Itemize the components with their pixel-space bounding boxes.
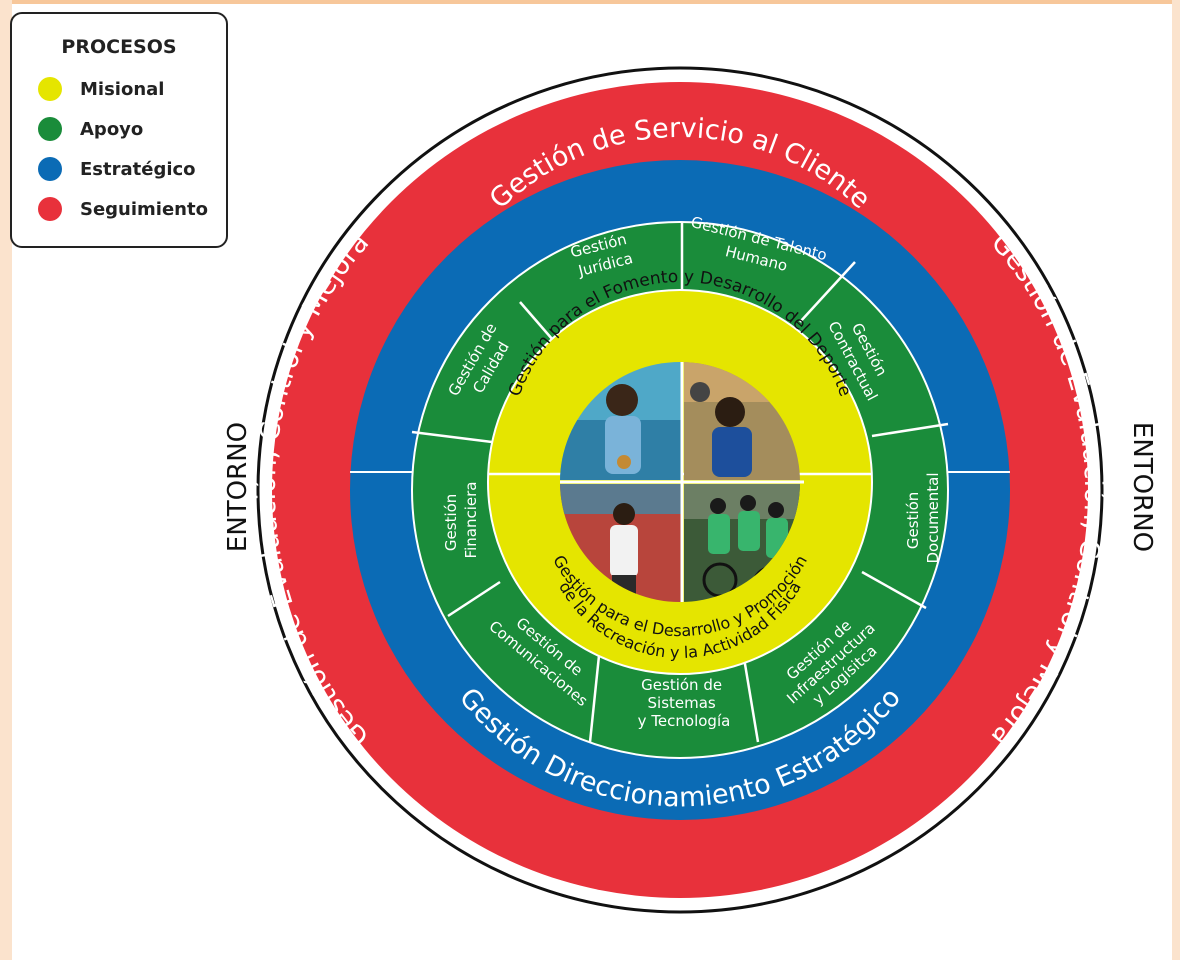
page-frame-top [0, 0, 1180, 4]
entorno-label-left: ENTORNO [223, 422, 253, 552]
legend-label-estrategico: Estratégico [80, 158, 196, 180]
page-frame-left [0, 0, 12, 960]
legend-item-apoyo: Apoyo [38, 114, 143, 144]
legend-item-misional: Misional [38, 74, 164, 104]
legend-title: PROCESOS [61, 36, 177, 58]
legend-label-seguimiento: Seguimiento [80, 198, 208, 220]
apoyo-label-sistemas: Gestión de Sistemas y Tecnología [638, 676, 731, 730]
legend-box: PROCESOS Misional Apoyo Estratégico Segu… [10, 12, 228, 248]
apoyo-label-financiera: Gestión Financiera [442, 482, 480, 559]
entorno-label-right: ENTORNO [1127, 422, 1157, 552]
legend-label-misional: Misional [80, 78, 165, 100]
apoyo-dividers [411, 222, 949, 743]
misional-dot-icon [38, 77, 62, 101]
apoyo-dot-icon [38, 117, 62, 141]
seguimiento-dot-icon [38, 197, 62, 221]
page-frame-right [1172, 0, 1180, 960]
legend-item-seguimiento: Seguimiento [38, 194, 208, 224]
apoyo-label-documental: Gestión Documental [904, 472, 942, 563]
legend-label-apoyo: Apoyo [80, 118, 144, 140]
legend-item-estrategico: Estratégico [38, 154, 196, 184]
estrategico-dot-icon [38, 157, 62, 181]
